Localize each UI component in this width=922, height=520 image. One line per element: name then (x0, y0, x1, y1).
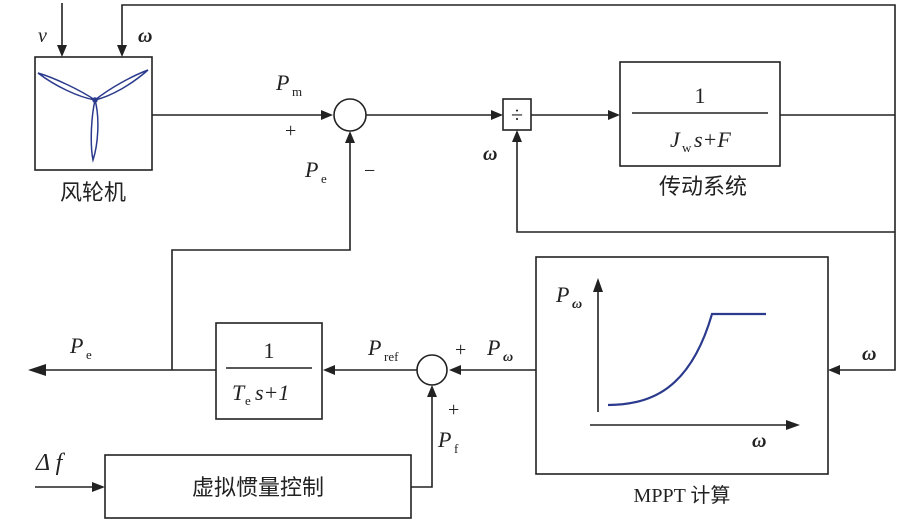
pe-minus-sign: − (364, 160, 375, 182)
pe-feedback-label: P e (304, 157, 327, 186)
pf-plus-sign: + (448, 399, 459, 421)
svg-text:ω: ω (503, 350, 513, 365)
pref-label: P ref (367, 335, 399, 364)
svg-text:J: J (670, 127, 681, 152)
mppt-p-omega-axis-label: P ω (555, 282, 582, 312)
svg-text:P: P (555, 282, 569, 307)
mppt-curve-plot (590, 278, 800, 430)
svg-text:T: T (232, 380, 246, 405)
svg-text:P: P (437, 427, 451, 452)
virtual-inertia-control-label: 虚拟惯量控制 (192, 476, 324, 501)
svg-text:s+1: s+1 (255, 380, 289, 405)
svg-text:e: e (86, 347, 92, 362)
pm-label: P m (275, 70, 302, 99)
drive-system-label: 传动系统 (659, 175, 747, 200)
p-omega-plus-sign: + (455, 339, 466, 361)
svg-text:s+F: s+F (694, 127, 731, 152)
svg-text:ref: ref (384, 349, 399, 364)
delta-f-label: Δ f (35, 450, 66, 476)
wind-turbine-block (34, 56, 153, 171)
svg-text:P: P (486, 335, 500, 360)
omega-mppt-input-label: ω (862, 343, 876, 365)
reference-sum-junction (416, 354, 448, 386)
mppt-omega-axis-label: ω (752, 430, 766, 452)
drive-denominator: J w s+F (670, 127, 731, 155)
virtual-inertia-control-block (104, 454, 412, 519)
svg-text:w: w (682, 140, 692, 155)
svg-text:e: e (321, 171, 327, 186)
pe-output-label: P e (69, 333, 92, 362)
turbine-rotor-icon (37, 69, 149, 163)
filter-numerator: 1 (264, 338, 275, 363)
mppt-label: MPPT 计算 (634, 484, 731, 507)
svg-text:P: P (304, 157, 318, 182)
pm-plus-sign: + (285, 120, 296, 142)
filter-denominator: T e s+1 (232, 380, 289, 408)
svg-text:ω: ω (572, 297, 582, 312)
omega-turbine-input-label: ω (138, 25, 152, 47)
first-order-filter-block (215, 322, 323, 420)
wind-speed-v-label: v (38, 25, 47, 47)
pf-label: P f (437, 427, 459, 456)
omega-divide-label: ω (483, 143, 497, 165)
wind-turbine-label: 风轮机 (60, 181, 126, 206)
p-omega-label: P ω (486, 335, 513, 365)
drive-numerator: 1 (695, 83, 706, 108)
svg-text:e: e (245, 393, 251, 408)
svg-text:P: P (69, 333, 83, 358)
svg-text:m: m (292, 84, 302, 99)
power-sum-junction (333, 98, 367, 132)
svg-text:P: P (275, 70, 289, 95)
svg-text:f: f (454, 441, 459, 456)
divide-symbol: ÷ (511, 102, 523, 127)
drive-system-block (619, 61, 781, 167)
mppt-block (535, 256, 829, 475)
svg-text:P: P (367, 335, 381, 360)
